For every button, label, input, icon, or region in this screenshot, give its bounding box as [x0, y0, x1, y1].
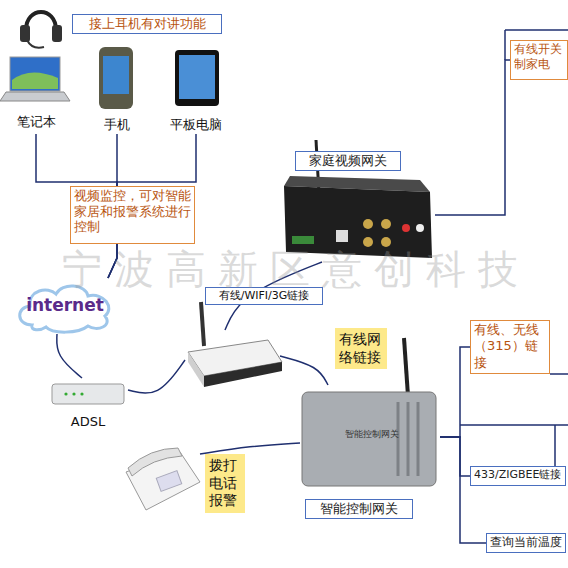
- node-label: 家庭视频网关: [295, 151, 401, 171]
- connector-line: [440, 347, 470, 437]
- modem-light: [80, 392, 83, 395]
- device-node: ADSL: [48, 378, 128, 430]
- rca-connector: [402, 224, 410, 232]
- device-node: 平板电脑: [165, 47, 227, 134]
- bnc-connector: [363, 237, 373, 247]
- connector-line: [280, 356, 328, 385]
- connector-line: [57, 334, 82, 378]
- wire: [550, 373, 568, 375]
- modem-light: [64, 392, 67, 395]
- note-box: 视频监控，可对智能家居和报警系统进行控制: [70, 186, 195, 244]
- laptop-screen: [10, 57, 60, 91]
- connector-line: [200, 443, 300, 454]
- router-node: 有线/WIFI/3G链接: [185, 330, 280, 390]
- bnc-connector: [381, 237, 391, 247]
- node-label: 接上耳机有对讲功能: [76, 16, 218, 32]
- bnc-connector: [381, 219, 391, 229]
- wire: [505, 29, 568, 31]
- tablet-screen: [179, 55, 215, 99]
- phone-body: [99, 47, 133, 109]
- node-label: 查询当前温度: [490, 535, 562, 550]
- edge-label: 有线网络链接: [335, 328, 387, 369]
- device-node: 笔记本: [5, 52, 67, 134]
- node-label: 433/ZIGBEE链接: [474, 468, 562, 482]
- vent-slot: [407, 402, 410, 476]
- headphone-ear: [52, 25, 62, 42]
- node-label: 视频监控，可对智能家居和报警系统进行控制: [74, 188, 191, 235]
- link-box: 有线、无线（315）链接: [470, 320, 550, 374]
- wire: [460, 424, 568, 426]
- node-label: internet: [12, 295, 118, 316]
- laptop-base: [0, 92, 70, 101]
- note-box: 有线开关 制家电: [510, 40, 568, 80]
- node-label: ADSL: [48, 414, 128, 430]
- wire: [554, 425, 556, 466]
- laptop-wallpaper: [12, 72, 58, 89]
- node-label: 拨打电话报警: [205, 454, 245, 513]
- router-side: [188, 352, 204, 387]
- node-label: 笔记本: [5, 114, 67, 130]
- node-label: 手机: [92, 117, 142, 133]
- connector-line: [440, 437, 486, 543]
- link-box: 433/ZIGBEE链接: [470, 466, 566, 486]
- terminal-block: [292, 236, 314, 244]
- gateway-node: 智能控制网关智能控制网关: [300, 385, 440, 490]
- headphone-band: [26, 12, 56, 30]
- node-label: 有线/WIFI/3G链接: [205, 287, 323, 305]
- wire: [504, 30, 506, 60]
- device-node: 拨打电话报警: [120, 440, 200, 515]
- link-box: 查询当前温度: [486, 533, 566, 553]
- headphone-mic: [27, 40, 44, 48]
- headphone-ear: [20, 25, 30, 42]
- node-label: 有线开关 制家电: [514, 42, 564, 72]
- connector-line: [435, 60, 510, 215]
- bnc-connector: [363, 219, 373, 229]
- connector-line: [440, 437, 470, 476]
- node-label: 有线、无线（315）链接: [474, 322, 546, 371]
- gateway-node: 家庭视频网关: [280, 175, 435, 262]
- cloud-node: internet: [12, 278, 118, 334]
- device-node: 手机: [92, 45, 142, 134]
- vent-slot: [417, 402, 420, 476]
- modem-light: [72, 392, 75, 395]
- router-front: [204, 362, 282, 387]
- rca-connector: [416, 224, 424, 232]
- gateway-antenna: [404, 338, 408, 396]
- router-antenna: [201, 302, 204, 346]
- tablet-body: [175, 50, 219, 106]
- video-gateway-body: [284, 186, 432, 258]
- connector-line: [128, 360, 185, 393]
- node-caption: 智能控制网关: [305, 499, 413, 519]
- telephone-keypad: [156, 471, 181, 492]
- note-box: 接上耳机有对讲功能: [72, 14, 222, 34]
- network-port: [336, 230, 348, 242]
- phone-screen: [103, 56, 129, 94]
- adsl-modem: [52, 384, 124, 404]
- smart-gateway-body: [302, 392, 436, 486]
- node-label: 平板电脑: [165, 117, 227, 133]
- node-label: 智能控制网关: [332, 429, 412, 440]
